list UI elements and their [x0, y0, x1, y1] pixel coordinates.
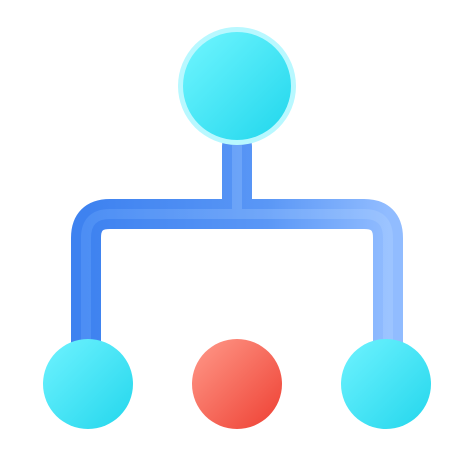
- bottom-center-node: [192, 339, 282, 429]
- bottom-left-node: [43, 339, 133, 429]
- connector-inner-highlight: [81, 141, 393, 351]
- bottom-left-node-fill: [43, 339, 133, 429]
- bottom-right-node: [341, 339, 431, 429]
- bottom-center-node-fill: [192, 339, 282, 429]
- top-node: [178, 27, 296, 145]
- connector-lines: [71, 131, 403, 361]
- bottom-right-node-fill: [341, 339, 431, 429]
- top-node-fill: [183, 32, 291, 140]
